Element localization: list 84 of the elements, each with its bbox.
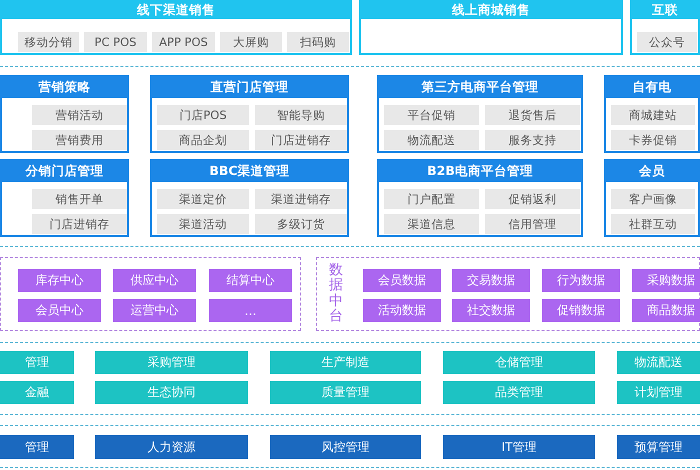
module-panel [604,75,700,153]
module-block: IT管理 [443,435,595,459]
module-panel [604,159,700,237]
group-label: 数据中台 [329,263,343,325]
menu-item: 促销返利 [485,189,580,209]
channel-panel [0,0,352,55]
menu-item: 服务支持 [485,130,580,150]
module-block: 物流配送 [617,351,700,374]
menu-item: 智能导购 [255,105,347,125]
module-panel [0,159,129,237]
menu-item: 门店POS [157,105,249,125]
module-block: 供应中心 [113,269,196,292]
panel-heading: 互联 [632,2,698,19]
channel-panel [630,0,700,55]
module-block: 交易数据 [452,269,530,292]
menu-item: 社群互动 [611,214,695,234]
menu-item: 营销费用 [32,130,127,150]
menu-item: 大屏购 [220,32,282,52]
module-block: 人力资源 [95,435,248,459]
menu-item: 扫码购 [287,32,349,52]
module-block: 仓储管理 [443,351,595,374]
module-block: 结算中心 [209,269,292,292]
module-panel [150,75,349,153]
module-block: … [209,299,292,322]
module-block: 采购数据 [632,269,700,292]
module-block: 社交数据 [452,299,530,322]
panel-heading: 自有电 [606,77,698,98]
module-block: 管理 [0,435,74,459]
module-panel [377,75,583,153]
menu-item: 退货售后 [485,105,580,125]
module-block: 生态协同 [95,381,248,404]
module-block: 会员中心 [18,299,101,322]
menu-item: APP POS [152,32,215,52]
module-block: 会员数据 [363,269,441,292]
module-block: 生产制造 [270,351,421,374]
panel-heading: 分销门店管理 [2,161,127,182]
module-block: 库存中心 [18,269,101,292]
menu-item: 门店进销存 [32,214,127,234]
panel-heading: 第三方电商平台管理 [379,77,581,98]
menu-item: 客户画像 [611,189,695,209]
module-block: 管理 [0,351,74,374]
panel-heading: 会员 [606,161,698,182]
dashed-group [316,257,700,331]
module-block: 活动数据 [363,299,441,322]
menu-item: 渠道进销存 [255,189,347,209]
menu-item: 渠道信息 [384,214,479,234]
module-block: 行为数据 [542,269,620,292]
menu-item: 门户配置 [384,189,479,209]
module-block: 商品数据 [632,299,700,322]
module-panel [150,159,349,237]
menu-item: 公众号 [637,32,697,52]
module-block: 采购管理 [95,351,248,374]
menu-item: 商品企划 [157,130,249,150]
channel-panel [359,0,623,55]
panel-heading: 营销策略 [2,77,127,98]
menu-item: PC POS [84,32,147,52]
module-block: 运营中心 [113,299,196,322]
panel-heading: BBC渠道管理 [152,161,347,182]
module-block: 风控管理 [270,435,421,459]
panel-heading: 线下渠道销售 [2,2,350,19]
menu-item: 移动分销 [18,32,79,52]
menu-item: 营销活动 [32,105,127,125]
menu-item: 卡券促销 [611,130,695,150]
menu-item: 门店进销存 [255,130,347,150]
module-panel [377,159,583,237]
panel-heading: B2B电商平台管理 [379,161,581,182]
menu-item: 平台促销 [384,105,479,125]
menu-item: 信用管理 [485,214,580,234]
module-block: 质量管理 [270,381,421,404]
dashed-group [0,257,301,331]
menu-item: 多级订货 [255,214,347,234]
menu-item: 销售开单 [32,189,127,209]
module-block: 品类管理 [443,381,595,404]
menu-item: 渠道定价 [157,189,249,209]
menu-item: 渠道活动 [157,214,249,234]
menu-item: 物流配送 [384,130,479,150]
panel-heading: 线上商城销售 [361,2,621,19]
module-block: 金融 [0,381,74,404]
panel-heading: 直营门店管理 [152,77,347,98]
module-block: 促销数据 [542,299,620,322]
menu-item: 商城建站 [611,105,695,125]
module-panel [0,75,129,153]
module-block: 计划管理 [617,381,700,404]
module-block: 预算管理 [617,435,700,459]
